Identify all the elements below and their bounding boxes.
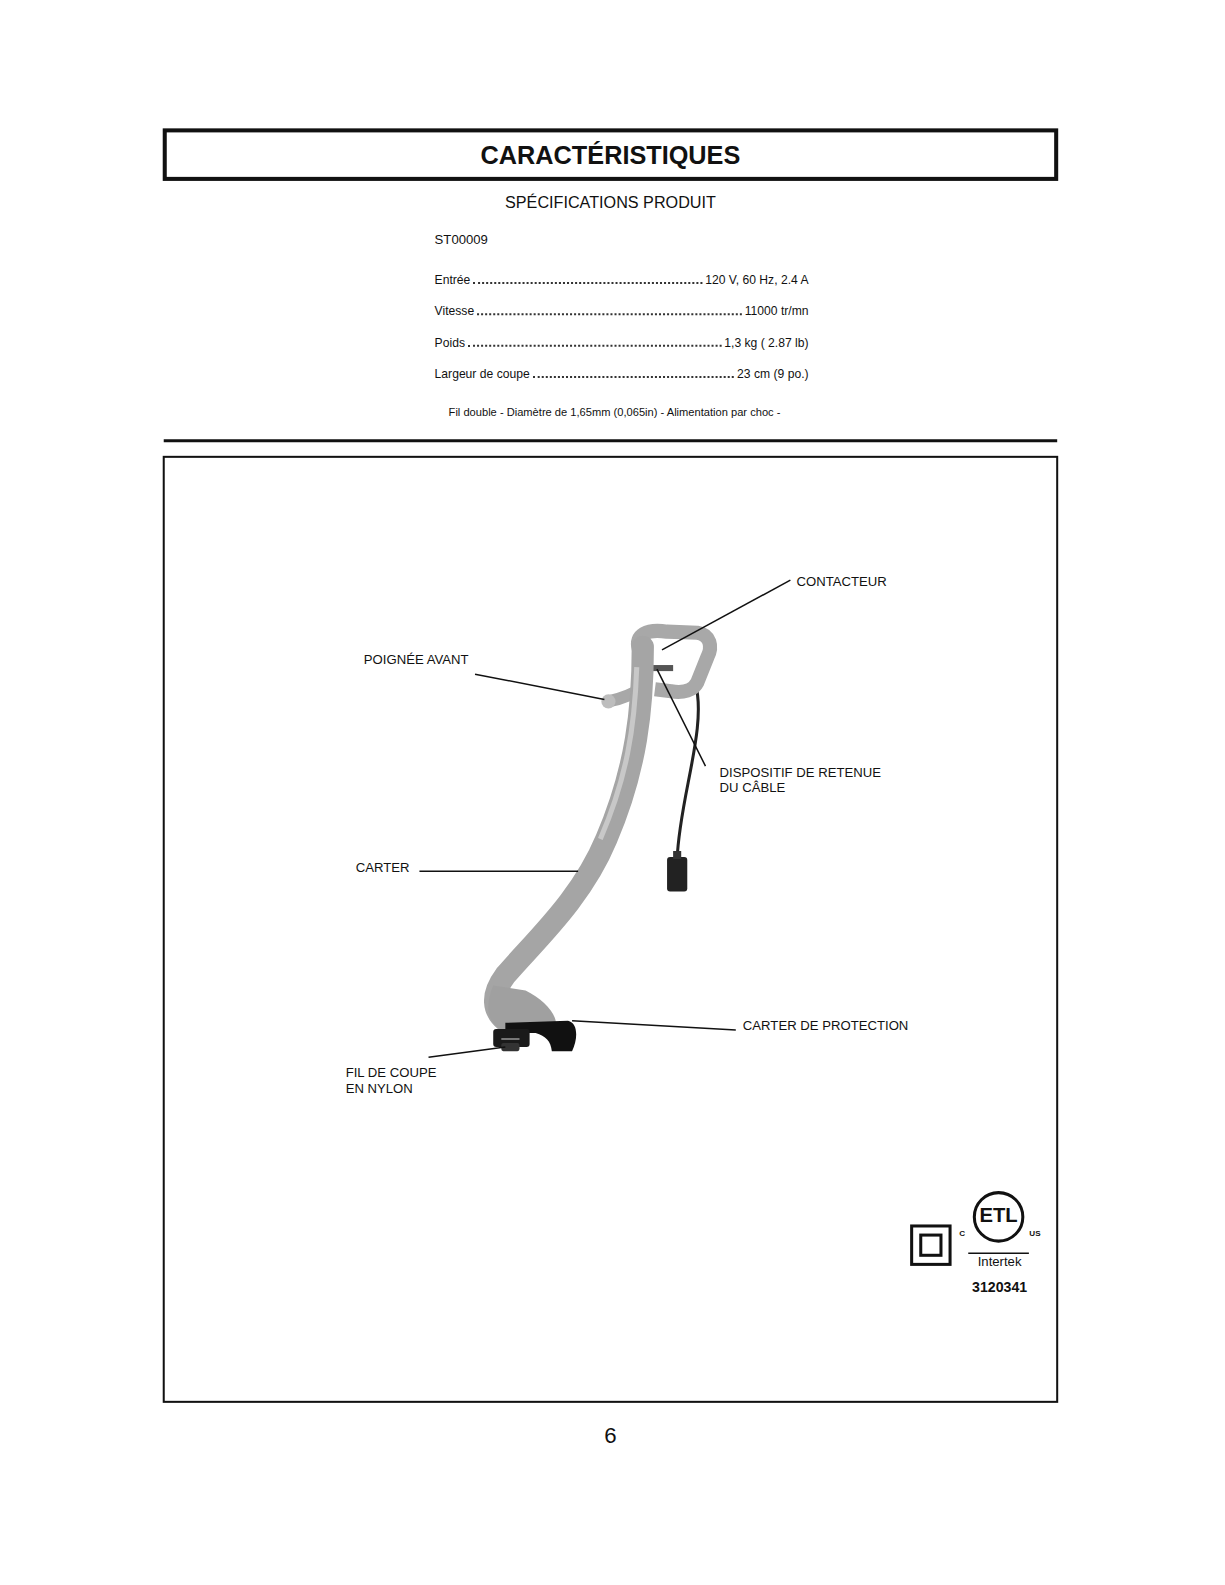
rule — [164, 439, 1057, 442]
etl-country: US — [1029, 1229, 1040, 1238]
title-frame — [165, 130, 1056, 179]
dot-leader — [473, 282, 702, 284]
model-number: ST00009 — [435, 232, 488, 247]
spec-name: Largeur de coupe — [435, 367, 530, 381]
spec-name: Entrée — [435, 273, 471, 287]
section-heading: SPÉCIFICATIONS PRODUIT — [505, 194, 716, 213]
etl-logo-text: ETL — [979, 1204, 1017, 1227]
part-label: FIL DE COUPE EN NYLON — [346, 1066, 447, 1096]
spec-value: 1,3 kg ( 2.87 lb) — [724, 336, 808, 350]
part-label: POIGNÉE AVANT — [364, 653, 469, 668]
dot-leader — [533, 376, 734, 378]
spec-row: Entrée 120 V, 60 Hz, 2.4 A — [435, 273, 809, 287]
leader-lines — [419, 580, 790, 1057]
etl-country: C — [959, 1229, 965, 1238]
spec-row: Largeur de coupe 23 cm (9 po.) — [435, 367, 809, 381]
class-ii-symbol — [912, 1226, 950, 1264]
part-label: DISPOSITIF DE RETENUE DU CÂBLE — [720, 766, 902, 796]
spec-note: Fil double - Diamètre de 1,65mm (0,065in… — [449, 406, 781, 419]
spec-name: Poids — [435, 336, 465, 350]
spec-value: 23 cm (9 po.) — [737, 367, 808, 381]
page-number: 6 — [604, 1423, 616, 1449]
etl-mark — [968, 1193, 1029, 1254]
dot-leader — [468, 345, 721, 347]
figure-frame — [164, 457, 1057, 1402]
spec-value: 120 V, 60 Hz, 2.4 A — [705, 273, 808, 287]
spec-value: 11000 tr/mn — [745, 304, 809, 318]
page-title: CARACTÉRISTIQUES — [481, 140, 741, 169]
dot-leader — [477, 313, 742, 315]
certifier-name: Intertek — [978, 1255, 1022, 1270]
part-label: CONTACTEUR — [796, 575, 886, 590]
certificate-number: 3120341 — [972, 1279, 1027, 1295]
trimmer-illustration — [488, 631, 710, 1051]
spec-name: Vitesse — [435, 304, 475, 318]
part-label: CARTER — [356, 861, 410, 876]
spec-row: Poids 1,3 kg ( 2.87 lb) — [435, 336, 809, 350]
part-label: CARTER DE PROTECTION — [743, 1019, 908, 1034]
spec-row: Vitesse 11000 tr/mn — [435, 304, 809, 318]
